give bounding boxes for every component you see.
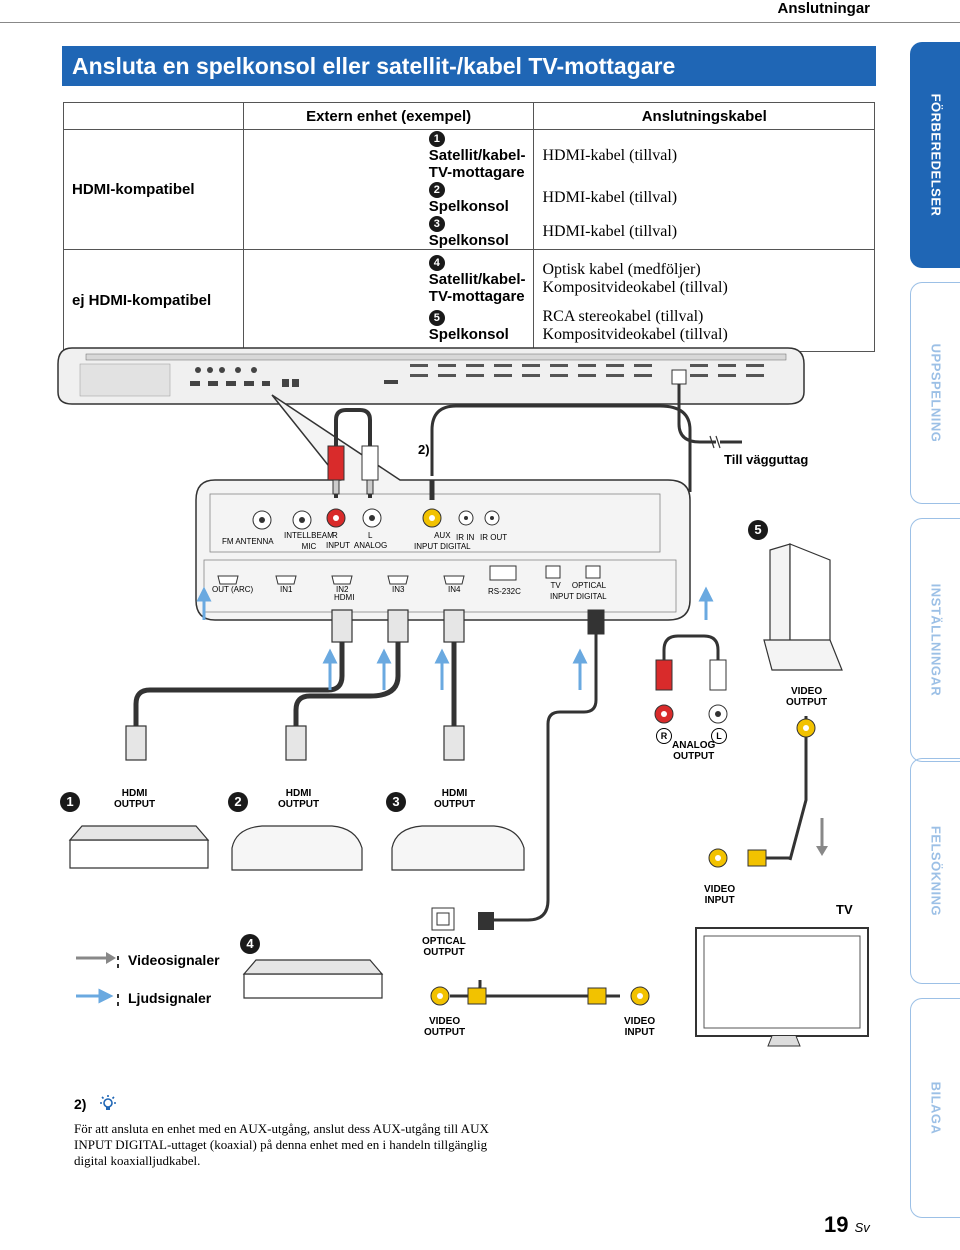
table-row: 2Spelkonsol [421, 181, 534, 215]
device-label: Spelkonsol [428, 198, 509, 215]
hdmi-output-3: HDMI OUTPUT [434, 788, 476, 810]
ref-2: 2) [418, 442, 430, 457]
device-label: Spelkonsol [428, 326, 509, 343]
table-row: 3Spelkonsol [420, 215, 534, 250]
device-1-receiver [68, 825, 210, 869]
footnote-mark: 2) [74, 1096, 87, 1112]
header-rule [0, 22, 960, 23]
device-4-receiver [242, 959, 384, 999]
mic-label: INTELLBEAM MIC [284, 531, 334, 551]
signal-arrows [76, 586, 714, 1004]
badge-4: 4 [428, 255, 445, 271]
aux-label: AUX INPUT DIGITAL [414, 531, 471, 551]
rca-plug-red-top [327, 408, 379, 498]
col-cable-header: Anslutningskabel [533, 102, 875, 130]
tab-felsokning[interactable]: FELSÖKNING [910, 758, 960, 984]
tab-installningar[interactable]: INSTÄLLNINGAR [910, 518, 960, 762]
device-label: Satellit/kabel-TV-mottagare [428, 147, 526, 181]
video-output-label: VIDEO OUTPUT [786, 686, 828, 708]
rear-panel-callout [195, 394, 691, 621]
group-hdmi: HDMI-kompatibel [63, 129, 244, 250]
footnote: 2) För att ansluta en enhet med en AUX-u… [74, 1094, 494, 1169]
badge-2: 2 [428, 182, 445, 198]
page-title: Ansluta en spelkonsol eller satellit-/ka… [62, 46, 876, 86]
badge-4: 4 [240, 934, 260, 954]
in2-label: IN2 [336, 585, 349, 594]
group-non-hdmi: ej HDMI-kompatibel [63, 249, 244, 352]
col-device-header: Extern enhet (exempel) [242, 102, 535, 130]
in3-label: IN3 [392, 585, 405, 594]
cable-label: HDMI-kabel (tillval) [533, 215, 875, 250]
hdmi-cables [133, 640, 457, 728]
optical-output-label: OPTICAL OUTPUT [422, 936, 466, 958]
badge-5: 5 [748, 520, 768, 540]
table-corner [63, 102, 244, 130]
r-label: R [332, 531, 338, 540]
game-console-5 [763, 543, 843, 671]
badge-3: 3 [386, 792, 406, 812]
table-row: 1Satellit/kabel-TV-mottagare [420, 129, 534, 181]
legend-audio: Ljudsignaler [128, 990, 212, 1006]
device-label: Spelkonsol [428, 232, 509, 249]
rs232-label: RS-232C [488, 587, 521, 596]
power-cord [677, 384, 716, 444]
hdmi-output-1: HDMI OUTPUT [114, 788, 156, 810]
footnote-text: För att ansluta en enhet med en AUX-utgå… [74, 1121, 489, 1168]
page-number: 19 Sv [824, 1212, 870, 1237]
cable-label: HDMI-kabel (tillval) [533, 129, 875, 181]
tv-illustration [695, 927, 869, 1047]
lightbulb-icon [95, 1094, 121, 1117]
badge-1: 1 [428, 131, 445, 147]
tv-optical-label: TV OPTICAL INPUT DIGITAL [550, 581, 607, 601]
tv-label: TV [836, 902, 853, 917]
fm-antenna-label: FM ANTENNA [222, 537, 274, 546]
hdmi-output-2: HDMI OUTPUT [278, 788, 320, 810]
section-header: Anslutningar [777, 0, 871, 17]
device-2-console [231, 825, 363, 871]
device-3-console [391, 825, 525, 871]
soundbar-illustration [57, 347, 805, 405]
legend-video: Videosignaler [128, 952, 220, 968]
out-arc-label: OUT (ARC) [212, 585, 254, 594]
ir-in-label: IR IN [456, 533, 475, 542]
analog-input-label: INPUT ANALOG [326, 541, 388, 550]
tab-bilaga[interactable]: BILAGA [910, 998, 960, 1218]
cable-label: HDMI-kabel (tillval) [533, 181, 875, 215]
video-input-tv-side: VIDEO INPUT [704, 884, 736, 906]
in1-label: IN1 [280, 585, 293, 594]
connection-diagram [57, 347, 869, 1047]
wall-label: Till vägguttag [724, 452, 809, 467]
table-row: 5Spelkonsol [420, 305, 534, 352]
l-badge: L [711, 728, 727, 744]
badge-3: 3 [428, 216, 445, 232]
video-input-label: VIDEO INPUT [624, 1016, 656, 1038]
tab-forberedelser[interactable]: FÖRBEREDELSER [910, 42, 960, 268]
badge-2: 2 [228, 792, 248, 812]
connection-table: Extern enhet (exempel) Anslutningskabel … [63, 102, 875, 352]
l-label: L [368, 531, 373, 540]
tab-uppspelning[interactable]: UPPSPELNING [910, 282, 960, 504]
table-row: 4Satellit/kabel-TV-mottagare [420, 249, 534, 305]
hdmi-label: HDMI [334, 593, 355, 602]
device-label: Satellit/kabel-TV-mottagare [428, 271, 526, 305]
video-output-4: VIDEO OUTPUT [424, 1016, 466, 1038]
badge-5: 5 [428, 310, 445, 326]
analog-output-label: ANALOG OUTPUT [672, 740, 716, 762]
cable-label: Optisk kabel (medföljer)Kompositvideokab… [533, 249, 875, 305]
ir-out-label: IR OUT [480, 533, 508, 542]
in4-label: IN4 [448, 585, 461, 594]
badge-1: 1 [60, 792, 80, 812]
r-badge: R [656, 728, 672, 744]
